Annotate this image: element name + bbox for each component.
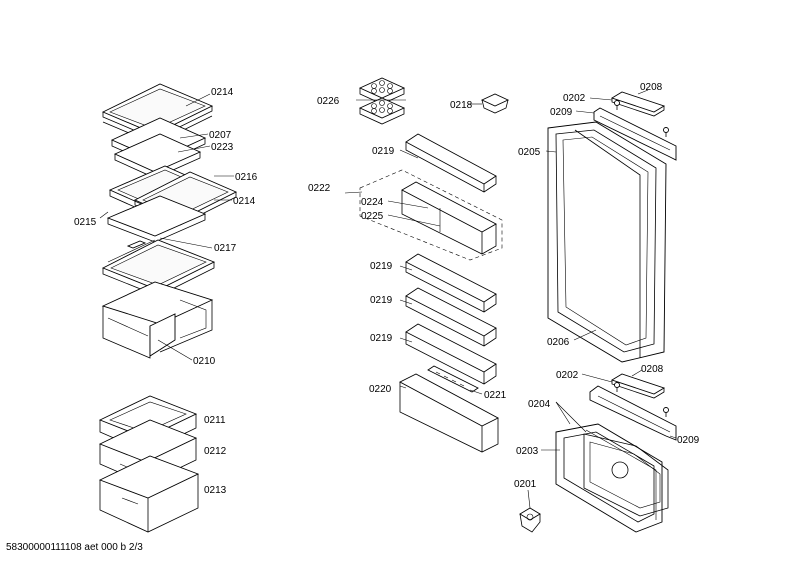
label-0225: 0225 bbox=[361, 211, 384, 222]
label-0203: 0203 bbox=[516, 446, 539, 457]
document-id-footer: 58300000111108 aet 000 b 2/3 bbox=[6, 542, 143, 553]
screw-0202-bottom bbox=[614, 382, 669, 417]
door-bin-group-0222 bbox=[359, 169, 503, 261]
label-0224: 0224 bbox=[361, 197, 384, 208]
label-0214-right: 0214 bbox=[233, 196, 256, 207]
label-0226: 0226 bbox=[317, 96, 340, 107]
label-0218: 0218 bbox=[450, 100, 473, 111]
label-0208-bottom: 0208 bbox=[641, 364, 664, 375]
drawer-0213 bbox=[98, 455, 200, 533]
door-bin-0219-c bbox=[405, 287, 497, 347]
hinge-cover-0208-bottom bbox=[610, 373, 666, 399]
label-0220: 0220 bbox=[369, 384, 392, 395]
small-box-0218 bbox=[480, 93, 510, 114]
egg-tray-0226 bbox=[358, 77, 406, 125]
hinge-0209-bottom bbox=[589, 385, 677, 441]
label-0207: 0207 bbox=[209, 130, 232, 141]
label-0202-bottom: 0202 bbox=[556, 370, 579, 381]
crisper-drawer-0210 bbox=[101, 281, 214, 359]
door-inner-0204 bbox=[583, 433, 669, 517]
label-0205: 0205 bbox=[518, 147, 541, 158]
label-0219-d: 0219 bbox=[370, 333, 393, 344]
door-gasket-0206 bbox=[574, 129, 641, 358]
label-0214-top: 0214 bbox=[211, 87, 234, 98]
label-0206: 0206 bbox=[547, 337, 570, 348]
door-bin-0219-top bbox=[405, 133, 497, 193]
door-frame-0203 bbox=[555, 423, 663, 533]
label-0223: 0223 bbox=[211, 142, 234, 153]
label-0219-c: 0219 bbox=[370, 295, 393, 306]
glass-cover-0217 bbox=[101, 239, 216, 297]
part-0201 bbox=[519, 507, 541, 533]
label-0219-b: 0219 bbox=[370, 261, 393, 272]
hinge-cover-0208-top bbox=[610, 91, 666, 117]
part-labels: 0214 0207 0223 0216 0214 0215 0217 0210 … bbox=[74, 82, 700, 496]
hinge-0209-top bbox=[593, 107, 677, 161]
label-0209-bottom: 0209 bbox=[677, 435, 700, 446]
label-0208-top: 0208 bbox=[640, 82, 663, 93]
shelf-frame-0207-0223 bbox=[110, 117, 207, 179]
bottle-holder-0221 bbox=[427, 365, 479, 393]
label-0221: 0221 bbox=[484, 390, 507, 401]
label-0211: 0211 bbox=[204, 415, 226, 426]
label-0222: 0222 bbox=[308, 183, 331, 194]
door-frame-0205 bbox=[547, 121, 667, 363]
label-0209-top: 0209 bbox=[550, 107, 573, 118]
bottle-bin-0220 bbox=[399, 373, 499, 453]
label-0202-top: 0202 bbox=[563, 93, 586, 104]
label-0201: 0201 bbox=[514, 479, 537, 490]
label-0217: 0217 bbox=[214, 243, 237, 254]
door-bin-0219-b bbox=[405, 253, 497, 313]
label-0212: 0212 bbox=[204, 446, 227, 457]
label-0204: 0204 bbox=[528, 399, 551, 410]
label-0213: 0213 bbox=[204, 485, 227, 496]
screw-0202-top bbox=[614, 100, 669, 137]
label-0210: 0210 bbox=[193, 356, 216, 367]
label-0215: 0215 bbox=[74, 217, 97, 228]
leader-lines bbox=[99, 89, 677, 509]
label-0219-top: 0219 bbox=[372, 146, 395, 157]
label-0216: 0216 bbox=[235, 172, 258, 183]
